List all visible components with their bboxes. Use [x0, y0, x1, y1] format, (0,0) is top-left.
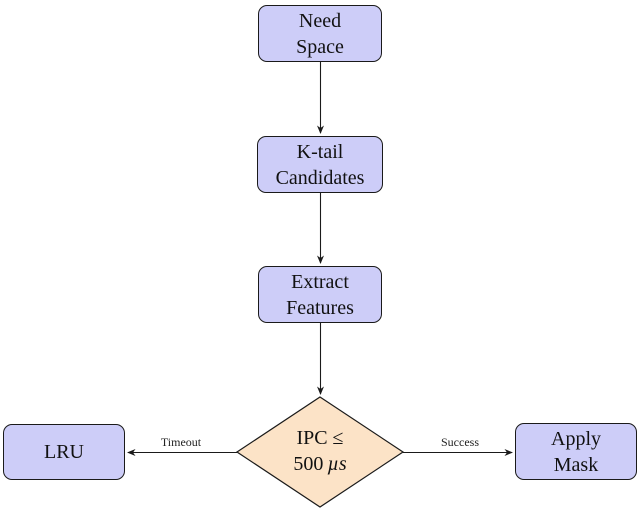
node-apply-mask: Apply Mask [515, 423, 637, 480]
decision-diamond-shape [235, 396, 405, 508]
edge-label-success: Success [441, 435, 479, 449]
node-need-space: Need Space [258, 5, 382, 62]
node-apply-mask-line1: Apply [551, 427, 601, 450]
edge-label-timeout: Timeout [160, 435, 202, 449]
node-ktail-candidates: K-tail Candidates [257, 136, 383, 193]
decision-diamond-text: IPC ≤ 500 µs [250, 425, 390, 477]
node-ktail-line2: Candidates [275, 166, 365, 189]
decision-threshold-value: 500 [293, 453, 324, 475]
node-lru-label: LRU [44, 441, 84, 463]
node-extract-features: Extract Features [258, 266, 382, 323]
node-need-space-line2: Space [296, 35, 344, 58]
node-lru: LRU [3, 424, 125, 480]
node-need-space-line1: Need [298, 9, 342, 32]
decision-condition: IPC ≤ [296, 427, 344, 449]
decision-threshold: 500 µs [250, 451, 390, 477]
node-apply-mask-line2: Mask [553, 453, 599, 476]
node-extract-line2: Features [286, 296, 354, 319]
node-ktail-line1: K-tail [296, 140, 344, 163]
decision-threshold-unit: µs [327, 453, 347, 475]
node-extract-line1: Extract [291, 270, 349, 293]
